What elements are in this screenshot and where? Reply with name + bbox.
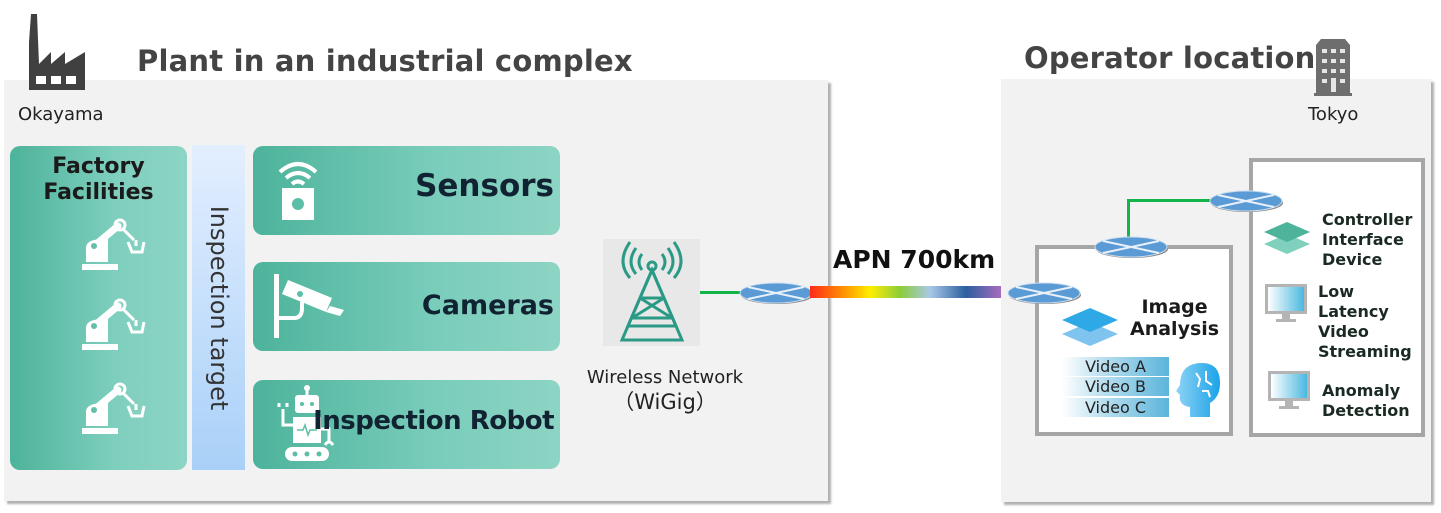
inspection-robot-label: Inspection Robot bbox=[313, 406, 554, 436]
green-link-tower-router bbox=[700, 291, 740, 294]
monitor-icon bbox=[1267, 370, 1311, 410]
apn-link-bar bbox=[810, 286, 1010, 298]
label-line: Anomaly bbox=[1322, 381, 1401, 400]
image-analysis-title-line2: Analysis bbox=[1130, 318, 1220, 340]
layers-icon bbox=[1264, 222, 1310, 254]
factory-icon bbox=[29, 14, 85, 90]
label-line: Detection bbox=[1322, 401, 1410, 420]
location-tokyo: Tokyo bbox=[1308, 104, 1359, 125]
operator-title: Operator location bbox=[1024, 41, 1316, 75]
router-icon-image-analysis bbox=[1093, 235, 1169, 259]
factory-facilities-title: Factory Facilities bbox=[43, 154, 154, 205]
label-line: Device bbox=[1322, 250, 1383, 269]
wireless-network-label-line1: Wireless Network bbox=[586, 367, 744, 388]
target-card-sensors: Sensors bbox=[253, 146, 560, 235]
robot-arm-icon bbox=[78, 382, 148, 436]
router-icon-controller bbox=[1208, 189, 1284, 213]
wireless-network-label-line2: （WiGig） bbox=[613, 390, 717, 414]
label-line: Low bbox=[1318, 282, 1354, 301]
label-line: Video bbox=[1318, 322, 1369, 341]
image-analysis-title: Image Analysis bbox=[1130, 296, 1219, 340]
label-line: Controller bbox=[1322, 210, 1413, 229]
router-icon-operator-edge bbox=[1006, 281, 1082, 305]
router-icon-plant bbox=[738, 281, 814, 305]
inspection-target-bar: Inspection target bbox=[192, 145, 245, 470]
controller-interface-device-label: Controller Interface Device bbox=[1322, 210, 1412, 270]
factory-facilities-box: Factory Facilities bbox=[10, 146, 187, 470]
green-link-vertical bbox=[1127, 199, 1130, 243]
robot-arm-icon bbox=[78, 218, 148, 272]
cameras-label: Cameras bbox=[421, 290, 554, 321]
antenna-tower-icon bbox=[619, 241, 685, 342]
label-line: Interface bbox=[1322, 230, 1404, 249]
security-camera-icon bbox=[274, 274, 344, 338]
wireless-tower-background bbox=[603, 239, 700, 346]
label-line: Streaming bbox=[1318, 342, 1412, 361]
low-latency-video-streaming-label: Low Latency Video Streaming bbox=[1318, 282, 1412, 362]
apn-distance-label: APN 700km bbox=[833, 245, 996, 274]
layers-icon bbox=[1062, 308, 1118, 346]
robot-arm-icon bbox=[78, 298, 148, 352]
inspection-target-label: Inspection target bbox=[204, 205, 233, 410]
ai-head-icon bbox=[1176, 363, 1220, 417]
monitor-icon bbox=[1264, 283, 1308, 323]
plant-title: Plant in an industrial complex bbox=[137, 44, 633, 78]
image-analysis-title-line1: Image bbox=[1141, 296, 1208, 318]
video-item: Video A bbox=[1062, 357, 1169, 376]
label-line: Latency bbox=[1318, 302, 1389, 321]
target-card-inspection-robot: Inspection Robot bbox=[253, 380, 560, 469]
robot-icon bbox=[277, 385, 335, 461]
video-item: Video C bbox=[1062, 398, 1169, 417]
location-okayama: Okayama bbox=[18, 104, 104, 125]
wireless-sensor-icon bbox=[278, 162, 318, 220]
green-link-horizontal bbox=[1127, 199, 1212, 202]
sensors-label: Sensors bbox=[415, 168, 554, 204]
wireless-network-label: Wireless Network （WiGig） bbox=[570, 366, 760, 414]
target-card-cameras: Cameras bbox=[253, 262, 560, 351]
video-item: Video B bbox=[1062, 377, 1169, 396]
office-building-icon bbox=[1314, 39, 1352, 96]
anomaly-detection-label: Anomaly Detection bbox=[1322, 381, 1410, 421]
